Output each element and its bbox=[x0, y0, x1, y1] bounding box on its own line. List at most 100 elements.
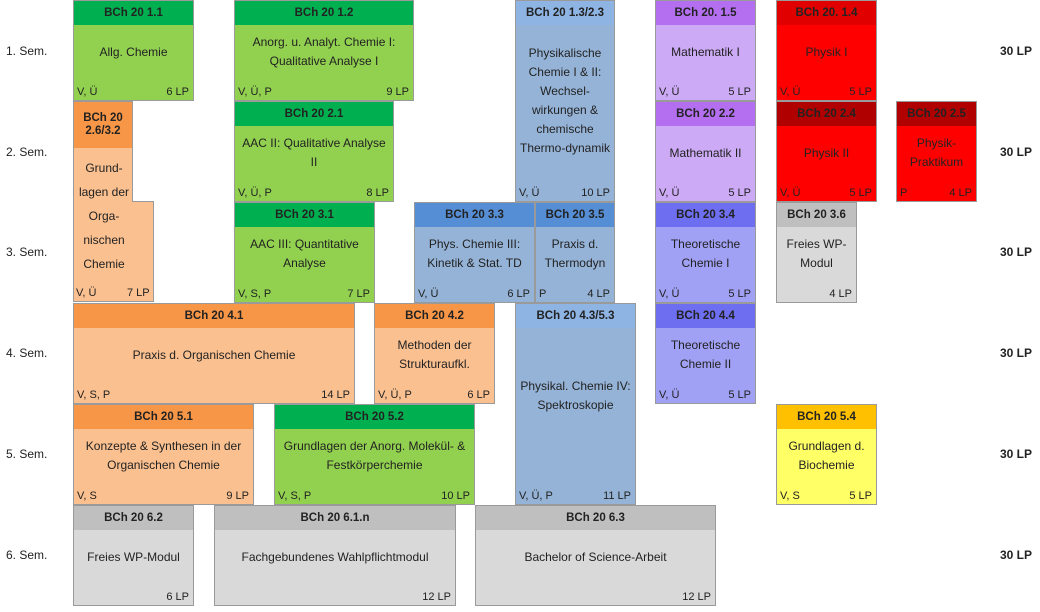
module-type: V, Ü, P bbox=[378, 389, 412, 401]
semester-total-5: 30 LP bbox=[999, 447, 1032, 461]
module-title: Praxis d. Organischen Chemie bbox=[132, 347, 296, 362]
module-code: BCh 20 2.6/3.2 bbox=[74, 102, 132, 148]
module-bch-6-1-n: BCh 20 6.1.n Fachgebundenes Wahlpflichtm… bbox=[214, 505, 456, 606]
semester-label-2: 2. Sem. bbox=[6, 145, 48, 159]
module-type: V, Ü, P bbox=[238, 187, 272, 199]
module-type: V, Ü bbox=[76, 287, 97, 299]
module-code: BCh 20. 1.4 bbox=[777, 1, 876, 25]
module-bch-5-4: BCh 20 5.4 Grundlagen d. Biochemie V, S … bbox=[776, 404, 877, 505]
module-code: BCh 20 3.5 bbox=[536, 203, 614, 227]
module-bch-1-5: BCh 20. 1.5 Mathematik I V, Ü 5 LP bbox=[655, 0, 756, 101]
module-title: Grundlagen der Anorg. Molekül- & Festkör… bbox=[283, 439, 466, 472]
module-code: BCh 20 5.4 bbox=[777, 405, 876, 429]
module-bch-2-5: BCh 20 2.5 Physik-Praktikum P 4 LP bbox=[896, 101, 977, 202]
module-credits: 6 LP bbox=[507, 288, 530, 300]
module-code: BCh 20 2.2 bbox=[656, 102, 755, 126]
module-title: Mathematik I bbox=[671, 44, 740, 59]
module-credits: 4 LP bbox=[829, 288, 852, 300]
module-bch-6-2: BCh 20 6.2 Freies WP-Modul 6 LP bbox=[73, 505, 194, 606]
module-bch-3-6: BCh 20 3.6 Freies WP-Modul 4 LP bbox=[776, 202, 857, 303]
semester-total-3: 30 LP bbox=[999, 245, 1032, 259]
module-type: V, Ü bbox=[659, 187, 680, 199]
module-code: BCh 20. 1.5 bbox=[656, 1, 755, 25]
module-bch-2-2: BCh 20 2.2 Mathematik II V, Ü 5 LP bbox=[655, 101, 756, 202]
semester-label-1: 1. Sem. bbox=[6, 44, 48, 58]
module-code: BCh 20 1.1 bbox=[74, 1, 193, 25]
module-bch-2-4: BCh 20 2.4 Physik II V, Ü 5 LP bbox=[776, 101, 877, 202]
module-title: Theoretische Chemie II bbox=[670, 338, 741, 371]
module-bch-4-4: BCh 20 4.4 Theoretische Chemie II V, Ü 5… bbox=[655, 303, 756, 404]
module-code: BCh 20 6.1.n bbox=[215, 506, 455, 530]
module-title: Physik-Praktikum bbox=[909, 136, 964, 169]
module-credits: 5 LP bbox=[849, 490, 872, 502]
semester-label-5: 5. Sem. bbox=[6, 447, 48, 461]
module-bch-6-3: BCh 20 6.3 Bachelor of Science-Arbeit 12… bbox=[475, 505, 716, 606]
module-credits: 9 LP bbox=[386, 86, 409, 98]
module-credits: 7 LP bbox=[127, 287, 150, 299]
module-title: AAC II: Qualitative Analyse II bbox=[242, 136, 386, 169]
module-title: Phys. Chemie III: Kinetik & Stat. TD bbox=[427, 237, 522, 270]
module-type: V, S, P bbox=[278, 490, 312, 502]
module-credits: 5 LP bbox=[728, 288, 751, 300]
module-type: V, S, P bbox=[77, 389, 111, 401]
module-credits: 4 LP bbox=[587, 288, 610, 300]
module-title: Physikalische Chemie I & II: Wechsel-wir… bbox=[519, 46, 611, 155]
module-title: Methoden der Strukturaufkl. bbox=[397, 338, 472, 371]
module-bch-2-1: BCh 20 2.1 AAC II: Qualitative Analyse I… bbox=[234, 101, 394, 202]
semester-total-1: 30 LP bbox=[999, 44, 1032, 58]
module-title: Physikal. Chemie IV: Spektroskopie bbox=[520, 379, 631, 412]
module-title: Theoretische Chemie I bbox=[670, 237, 741, 270]
module-credits: 6 LP bbox=[166, 591, 189, 603]
module-type: V, Ü bbox=[418, 288, 439, 300]
module-bch-4-3-5-3: BCh 20 4.3/5.3 Physikal. Chemie IV: Spek… bbox=[515, 303, 636, 505]
module-credits: 10 LP bbox=[441, 490, 470, 502]
module-code: BCh 20 4.4 bbox=[656, 304, 755, 328]
module-type: V, Ü, P bbox=[519, 490, 553, 502]
module-credits: 11 LP bbox=[603, 490, 631, 502]
module-type: V, Ü, P bbox=[238, 86, 272, 98]
semester-label-3: 3. Sem. bbox=[6, 245, 48, 259]
module-credits: 5 LP bbox=[849, 86, 872, 98]
module-code: BCh 20 4.3/5.3 bbox=[516, 304, 635, 328]
module-credits: 5 LP bbox=[728, 187, 751, 199]
module-code: BCh 20 5.2 bbox=[275, 405, 474, 429]
module-credits: 12 LP bbox=[682, 591, 711, 603]
module-type: V, Ü bbox=[519, 187, 540, 199]
module-credits: 7 LP bbox=[347, 288, 370, 300]
module-code: BCh 20 2.4 bbox=[777, 102, 876, 126]
module-title: Grundlagen d. Biochemie bbox=[788, 439, 865, 472]
module-bch-3-3: BCh 20 3.3 Phys. Chemie III: Kinetik & S… bbox=[414, 202, 535, 303]
module-credits: 10 LP bbox=[581, 187, 610, 199]
module-shape-lower bbox=[73, 201, 154, 302]
module-code: BCh 20 3.6 bbox=[777, 203, 856, 227]
module-credits: 4 LP bbox=[949, 187, 972, 199]
module-title: Anorg. u. Analyt. Chemie I: Qualitative … bbox=[252, 35, 396, 68]
module-title: Allg. Chemie bbox=[99, 44, 168, 59]
module-bch-3-1: BCh 20 3.1 AAC III: Quantitative Analyse… bbox=[234, 202, 375, 303]
module-type: V, Ü bbox=[77, 86, 98, 98]
module-title: Freies WP-Modul bbox=[87, 549, 180, 564]
module-title: Physik II bbox=[803, 145, 850, 160]
module-type: V, S, P bbox=[238, 288, 272, 300]
module-code: BCh 20 2.5 bbox=[897, 102, 976, 126]
module-title: Grund-lagen der Orga-nischen Chemie bbox=[78, 161, 130, 271]
module-type: V, Ü bbox=[659, 288, 680, 300]
module-code: BCh 20 1.3/2.3 bbox=[516, 1, 614, 25]
module-title: Physik I bbox=[805, 44, 848, 59]
module-type: V, S bbox=[780, 490, 800, 502]
module-type: V, Ü bbox=[659, 389, 680, 401]
semester-label-6: 6. Sem. bbox=[6, 548, 48, 562]
module-title: Bachelor of Science-Arbeit bbox=[524, 549, 667, 564]
module-bch-4-2: BCh 20 4.2 Methoden der Strukturaufkl. V… bbox=[374, 303, 495, 404]
module-credits: 14 LP bbox=[321, 389, 350, 401]
module-credits: 5 LP bbox=[728, 389, 751, 401]
module-bch-4-1: BCh 20 4.1 Praxis d. Organischen Chemie … bbox=[73, 303, 355, 404]
module-credits: 6 LP bbox=[166, 86, 189, 98]
module-bch-1-4: BCh 20. 1.4 Physik I V, Ü 5 LP bbox=[776, 0, 877, 101]
module-title: AAC III: Quantitative Analyse bbox=[250, 237, 359, 270]
module-code: BCh 20 1.2 bbox=[235, 1, 413, 25]
semester-total-2: 30 LP bbox=[999, 145, 1032, 159]
module-code: BCh 20 3.1 bbox=[235, 203, 374, 227]
module-credits: 6 LP bbox=[467, 389, 490, 401]
semester-label-4: 4. Sem. bbox=[6, 346, 48, 360]
